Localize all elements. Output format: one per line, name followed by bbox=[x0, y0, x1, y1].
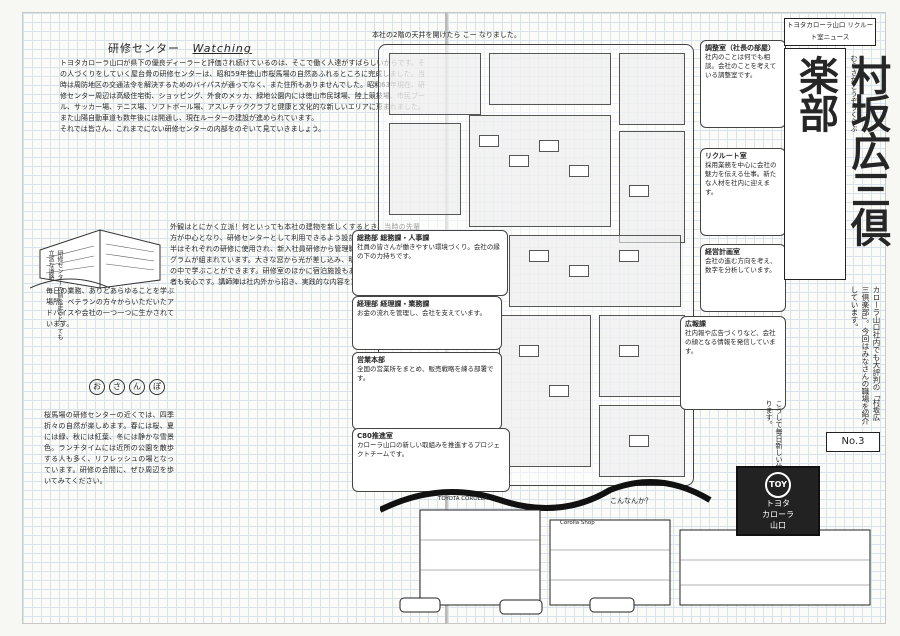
callout-title: 調整室（社長の部屋） bbox=[705, 44, 775, 52]
callout-keiri: 経理部 経理課・業務課 お金の流れを管理し、会社を支えています。 bbox=[352, 296, 502, 350]
callout-koho: 広報課 社内報や広告づくりなど、会社の顔となる情報を発信しています。 bbox=[680, 316, 786, 410]
osanpo-char-4: ぽ bbox=[149, 379, 165, 395]
desk bbox=[509, 155, 529, 167]
ceiling-caption: 本社の2階の天井を開けたら こー なりました。 bbox=[372, 31, 521, 39]
building-sketch bbox=[30, 229, 161, 289]
desk bbox=[569, 165, 589, 177]
callout-chouseishitsu: 調整室（社長の部屋） 社内のことは何でも相談。会社のことを考えている調整室です。 bbox=[700, 40, 786, 128]
heading-jp: 研修センター bbox=[108, 42, 180, 55]
room-7 bbox=[509, 235, 681, 307]
osanpo-char-1: お bbox=[89, 379, 105, 395]
masthead-subtitle: トヨタカローラ山口 リクルート室ニュース bbox=[784, 18, 876, 46]
osanpo-paragraph: 桜馬場の研修センターの近くでは、四季折々の自然が楽しめます。春には桜、夏には緑、… bbox=[44, 411, 174, 485]
room-5 bbox=[469, 115, 611, 227]
callout-title: 経理部 経理課・業務課 bbox=[357, 300, 430, 308]
masthead-title-box: 村坂広三倶楽部 むらさかこうぞうくらぶ bbox=[784, 48, 890, 280]
callout-title: 総務部 総務課・人事課 bbox=[357, 234, 430, 242]
dealer-sign: TOY トヨタ カローラ 山口 bbox=[736, 466, 820, 536]
desk bbox=[479, 135, 499, 147]
heading-en: Watching bbox=[192, 42, 252, 55]
room-2 bbox=[489, 53, 611, 105]
intro-paragraph: トヨタカローラ山口が県下の優良ディーラーと評価され続けているのは、そこで働く人達… bbox=[60, 58, 425, 200]
callout-title: 営業本部 bbox=[357, 356, 385, 364]
callout-keiei: 経営計画室 会社の進む方向を考え、数字を分析しています。 bbox=[700, 244, 786, 312]
callout-body: 社員の皆さんが働きやすい環境づくり。会社の縁の下の力持ちです。 bbox=[357, 243, 500, 260]
osanpo-title: おさんぽ bbox=[72, 378, 182, 396]
street-scene-sketch bbox=[380, 479, 871, 615]
callout-body: 全国の営業所をまとめ、販売戦略を練る部署です。 bbox=[357, 365, 494, 382]
desk bbox=[629, 435, 649, 447]
sketch-caption: 研修センターの前を走るとっても立派な道路 bbox=[47, 250, 63, 340]
callout-body: お金の流れを管理し、会社を支えています。 bbox=[357, 309, 487, 317]
side-paragraph: 毎日の業務、ありとあらゆることを学ぶ場所。ベテランの方々からいただいたアドバイス… bbox=[46, 287, 174, 328]
desk bbox=[629, 185, 649, 197]
desk bbox=[569, 265, 589, 277]
desk bbox=[619, 250, 639, 262]
room-4 bbox=[389, 123, 461, 215]
callout-soumu: 総務部 総務課・人事課 社員の皆さんが働きやすい環境づくり。会社の縁の下の力持ち… bbox=[352, 230, 508, 296]
room-8 bbox=[499, 315, 591, 467]
callout-body: 会社の進む方向を考え、数字を分析しています。 bbox=[705, 257, 777, 274]
intro-text: トヨタカローラ山口が県下の優良ディーラーと評価され続けているのは、そこで働く人達… bbox=[60, 59, 425, 122]
sign-line-3: 山口 bbox=[770, 521, 786, 530]
callout-eigyou: 営業本部 全国の営業所をまとめ、販売戦略を練る部署です。 bbox=[352, 352, 502, 430]
desk bbox=[619, 345, 639, 357]
toyota-logo-icon: TOY bbox=[765, 472, 791, 498]
room-9 bbox=[599, 315, 685, 397]
shop-label-2: Corolla Shop bbox=[560, 520, 595, 526]
sign-line-1: トヨタ bbox=[766, 499, 790, 508]
speech-bubble: こんなんか？ bbox=[610, 497, 652, 505]
osanpo-char-2: さ bbox=[109, 379, 125, 395]
left-heading: 研修センター Watching bbox=[108, 40, 252, 56]
desk bbox=[539, 140, 559, 152]
desk bbox=[549, 385, 569, 397]
room-1 bbox=[389, 53, 481, 115]
masthead-body: カローラ山口社内でも大評判の「村坂広三倶楽部」。今回はみなさんの職場を紹介してい… bbox=[850, 286, 881, 425]
intro-text-2: それでは皆さん、これまでにない研修センターの内部をのぞいて見ていきましょう。 bbox=[60, 125, 326, 133]
daily-text: こうして毎日新しい仕事が始まります。 bbox=[765, 400, 783, 498]
callout-title: C80推進室 bbox=[357, 432, 393, 440]
callout-recruit: リクルート室 採用業務を中心に会社の魅力を伝える仕事。新たな人材を社内に迎えます… bbox=[700, 148, 786, 236]
callout-body: 社内のことは何でも相談。会社のことを考えている調整室です。 bbox=[705, 53, 777, 79]
main-paragraph: 外観はとにかく立派！何といっても本社の建物を新しくするとき、当時の先輩方が中心と… bbox=[170, 223, 420, 286]
desk bbox=[529, 250, 549, 262]
callout-title: リクルート室 bbox=[705, 152, 747, 160]
callout-c80: C80推進室 カローラ山口の新しい取組みを推進するプロジェクトチームです。 bbox=[352, 428, 510, 492]
callout-title: 経営計画室 bbox=[705, 248, 740, 256]
room-3 bbox=[619, 53, 685, 125]
shop-label-1: TOYOTA COROLLA bbox=[438, 496, 488, 502]
callout-body: 社内報や広告づくりなど、会社の顔となる情報を発信しています。 bbox=[685, 329, 776, 355]
masthead-ruby: むらさかこうぞうくらぶ bbox=[850, 55, 858, 132]
osanpo-char-3: ん bbox=[129, 379, 145, 395]
callout-title: 広報課 bbox=[685, 320, 706, 328]
callout-body: カローラ山口の新しい取組みを推進するプロジェクトチームです。 bbox=[357, 441, 500, 458]
callout-body: 採用業務を中心に会社の魅力を伝える仕事。新たな人材を社内に迎えます。 bbox=[705, 161, 777, 196]
masthead-title: 村坂広三倶楽部 bbox=[792, 55, 890, 245]
sign-line-2: カローラ bbox=[762, 510, 794, 519]
issue-number: No.3 bbox=[826, 432, 880, 452]
desk bbox=[519, 345, 539, 357]
